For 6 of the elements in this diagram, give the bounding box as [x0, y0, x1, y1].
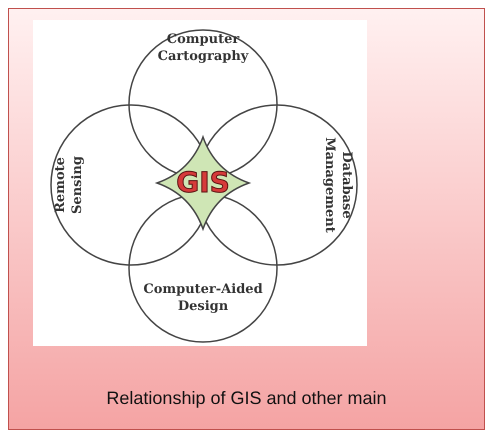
caption: Relationship of GIS and other main	[105, 388, 388, 409]
circle-label: Computer Cartography	[156, 31, 250, 65]
circle-label: Computer-Aided Design	[142, 281, 264, 315]
circle-label: Database Management	[321, 136, 355, 235]
center-label: GIS	[176, 168, 230, 198]
circle-label: Remote Sensing	[52, 155, 86, 216]
